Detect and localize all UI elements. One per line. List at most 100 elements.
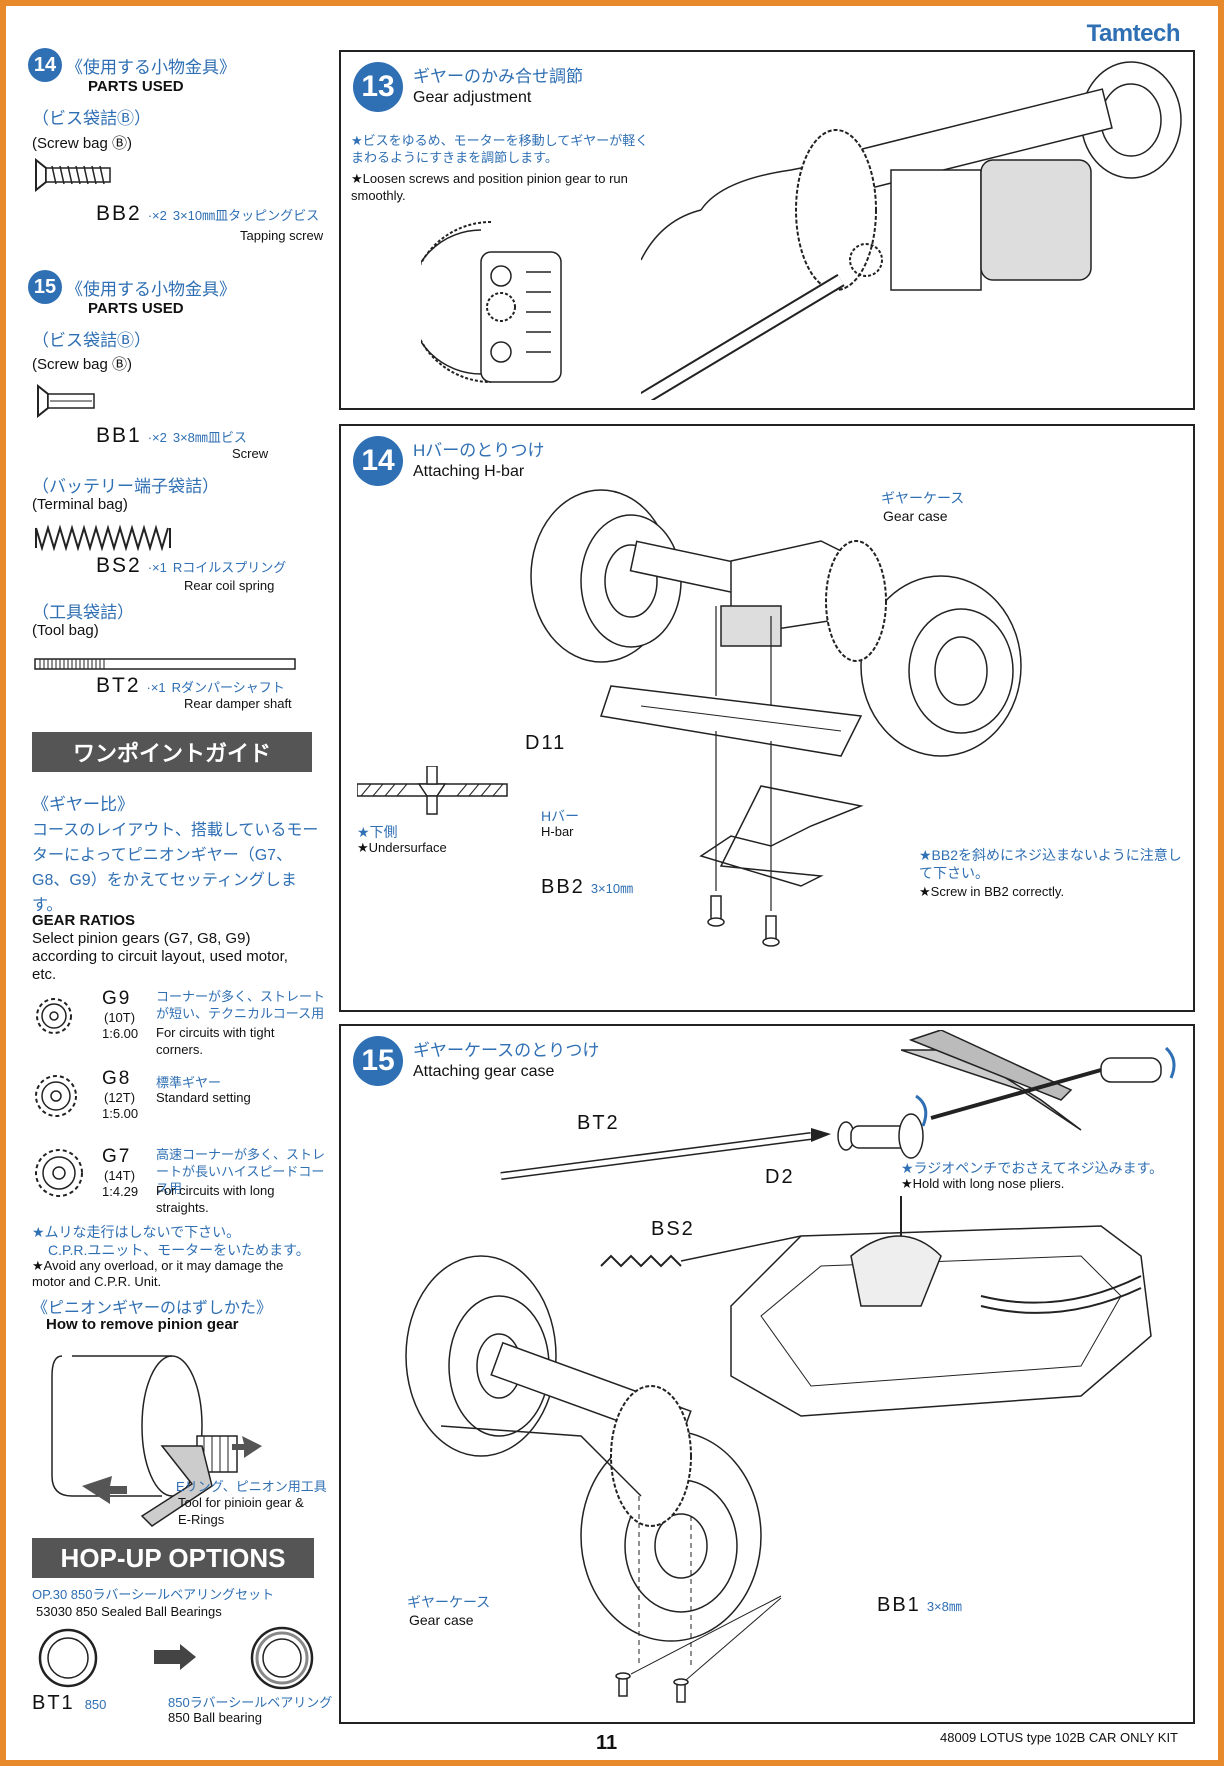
- pinion-gear-g8-icon: [35, 1075, 77, 1117]
- bt1-num: 850: [84, 1697, 107, 1712]
- g8-code: G8: [102, 1068, 132, 1089]
- g8-desc-jp: 標準ギヤー: [156, 1075, 222, 1090]
- bb2-note-en: ★Screw in BB2 correctly.: [919, 884, 1065, 899]
- g7-code: G7: [102, 1146, 132, 1167]
- tool-bag-en: (Tool bag): [32, 622, 99, 639]
- step-15-badge: 15: [28, 270, 62, 304]
- page-number: 11: [596, 1732, 618, 1754]
- bt1-code: BT1: [32, 1692, 75, 1714]
- warning-en: ★Avoid any overload, or it may damage th…: [32, 1258, 284, 1289]
- step-13-title: 13 ギヤーのかみ合せ調節 Gear adjustment: [353, 62, 583, 112]
- step-13-title-en: Gear adjustment: [413, 89, 532, 106]
- g9-teeth: (10T): [104, 1010, 136, 1025]
- pinion-removal-illustration: [51, 1355, 262, 1527]
- g8-teeth: (12T): [104, 1090, 136, 1105]
- tapping-screw-icon: [35, 158, 111, 192]
- terminal-bag-jp: （バッテリー端子袋詰）: [32, 477, 219, 496]
- step-13-note-jp: ★ビスをゆるめ、モーターを移動してギヤーが軽くまわるようにすきまを調節します。: [351, 133, 649, 165]
- bb1-desc-en: Screw: [232, 446, 269, 461]
- step-14-title: 14 Hバーのとりつけ Attaching H-bar: [353, 436, 544, 486]
- bt2-code: BT2: [96, 674, 141, 697]
- step-15-title: 15 ギヤーケースのとりつけ Attaching gear case: [353, 1036, 599, 1086]
- gear-adjustment-illustration: [641, 61, 1182, 400]
- h-bar-label-jp: Hバー: [541, 808, 580, 824]
- bb2-code: BB2: [96, 202, 142, 225]
- bt2-desc-en: Rear damper shaft: [184, 696, 292, 711]
- step-15-panel-badge: 15: [353, 1036, 403, 1086]
- undersurface-jp: ★下側: [357, 824, 398, 840]
- bearing-en: 850 Ball bearing: [168, 1710, 262, 1725]
- bs2-desc-en: Rear coil spring: [184, 578, 275, 593]
- gear-ratio-en-heading: GEAR RATIOS: [32, 912, 136, 929]
- parts-used-jp: 《使用する小物金具》: [66, 57, 236, 77]
- manual-page: Tamtech 14 《使用する小物金具》 PARTS USED （ビス袋詰Ⓑ）…: [6, 6, 1218, 1760]
- pliers-note-en: ★Hold with long nose pliers.: [901, 1176, 1065, 1191]
- g7-teeth: (14T): [104, 1168, 136, 1183]
- bb2-callout-size: 3×10㎜: [590, 881, 634, 896]
- parts-used-jp-15: 《使用する小物金具》: [66, 279, 236, 299]
- warning-jp-1: ★ムリな走行はしないで下さい。: [32, 1224, 241, 1240]
- bb2-note-jp: ★BB2を斜めにネジ込まないように注意して下さい。: [919, 847, 1182, 881]
- bb1-part: BB1 ·×2 3×8㎜皿ビス: [96, 424, 247, 448]
- step-13-panel: 13 ギヤーのかみ合せ調節 Gear adjustment ★ビスをゆるめ、モー…: [339, 50, 1195, 410]
- screw-icon: [37, 384, 95, 418]
- h-bar-assembly-illustration: [530, 489, 1022, 947]
- step-14-title-en: Attaching H-bar: [413, 463, 525, 480]
- gear-case-label-15-en: Gear case: [409, 1612, 474, 1628]
- step-15-title-jp: ギヤーケースのとりつけ: [413, 1041, 600, 1060]
- pinion-gear-g7-icon: [35, 1149, 83, 1197]
- gear-case-label-15-jp: ギヤーケース: [407, 1594, 491, 1610]
- step-14-title-jp: Hバーのとりつけ: [413, 441, 545, 460]
- bs2-desc-jp: Rコイルスプリング: [172, 560, 287, 575]
- bb2-qty: ·×2: [147, 208, 167, 223]
- bt1-label: BT1 850: [32, 1692, 106, 1715]
- g9-desc-jp: コーナーが多く、ストレートが短い、テクニカルコース用: [156, 989, 326, 1021]
- h-bar-label-en: H-bar: [541, 824, 574, 839]
- gear-case-label-jp: ギヤーケース: [881, 490, 965, 506]
- long-nose-pliers-illustration: [901, 1030, 1176, 1131]
- hop-up-banner: HOP-UP OPTIONS: [32, 1538, 314, 1578]
- bb2-callout: BB2 3×10㎜: [541, 876, 633, 899]
- bt2-qty: ·×1: [146, 680, 166, 695]
- bs2-qty: ·×1: [147, 560, 167, 575]
- step-15-panel: 15 ギヤーケースのとりつけ Attaching gear case BT2 D…: [339, 1024, 1195, 1724]
- hop-up-item: 53030 850 Sealed Ball Bearings: [36, 1604, 222, 1619]
- bb1-callout: BB1 3×8㎜: [877, 1594, 962, 1617]
- pliers-note-jp: ★ラジオペンチでおさえてネジ込みます。: [901, 1160, 1164, 1176]
- bb1-code: BB1: [96, 424, 142, 447]
- terminal-bag-en: (Terminal bag): [32, 496, 128, 513]
- step-15-title-en: Attaching gear case: [413, 1063, 555, 1080]
- g8-desc-en: Standard setting: [156, 1090, 251, 1105]
- gear-ratio-en-body: Select pinion gears (G7, G8, G9) accordi…: [32, 930, 288, 983]
- step-13-note-en: ★Loosen screws and position pinion gear …: [351, 171, 628, 203]
- g8-ratio: 1:5.00: [102, 1106, 139, 1121]
- bt2-part: BT2 ·×1 Rダンパーシャフト: [96, 674, 285, 698]
- bb1-callout-size: 3×8㎜: [926, 1599, 962, 1614]
- gear-mesh-detail-illustration: [421, 221, 562, 383]
- bb1-callout-code: BB1: [877, 1594, 921, 1616]
- gear-ratio-jp-body: コースのレイアウト、搭載しているモーターによってピニオンギヤー（G7、G8、G9…: [32, 822, 319, 914]
- one-point-guide-banner: ワンポイントガイド: [32, 732, 312, 772]
- tool-bag-jp: （工具袋詰）: [32, 603, 134, 622]
- step-13-badge: 13: [353, 62, 403, 112]
- bt2-desc-jp: Rダンパーシャフト: [171, 680, 285, 695]
- gear-case-label-en: Gear case: [883, 508, 948, 524]
- brand-logo: Tamtech: [1086, 20, 1181, 47]
- bb2-callout-code: BB2: [541, 876, 585, 898]
- damper-shaft-icon: [34, 658, 296, 670]
- tool-label-en: Tool for pinioin gear & E-Rings: [178, 1495, 304, 1527]
- coil-spring-icon: [35, 524, 171, 552]
- g7-desc-en: For circuits with long straights.: [156, 1183, 275, 1215]
- undersurface-detail-illustration: [357, 766, 508, 815]
- bb2-part: BB2 ·×2 3×10㎜皿タッピングビス: [96, 202, 319, 226]
- parts-15: 15 《使用する小物金具》 PARTS USED: [28, 270, 236, 317]
- kit-name: 48009 LOTUS type 102B CAR ONLY KIT: [940, 1730, 1178, 1745]
- screw-bag-en: (Screw bag Ⓑ): [32, 135, 133, 152]
- bt2-callout: BT2: [577, 1112, 620, 1134]
- parts-14: 14 《使用する小物金具》 PARTS USED: [28, 48, 236, 95]
- damper-shaft-assembly-illustration: [500, 1094, 928, 1180]
- g9-ratio: 1:6.00: [102, 1026, 139, 1041]
- parts-used-en: PARTS USED: [88, 78, 184, 95]
- bb2-desc-jp: 3×10㎜皿タッピングビス: [172, 208, 320, 223]
- bs2-callout: BS2: [651, 1218, 695, 1240]
